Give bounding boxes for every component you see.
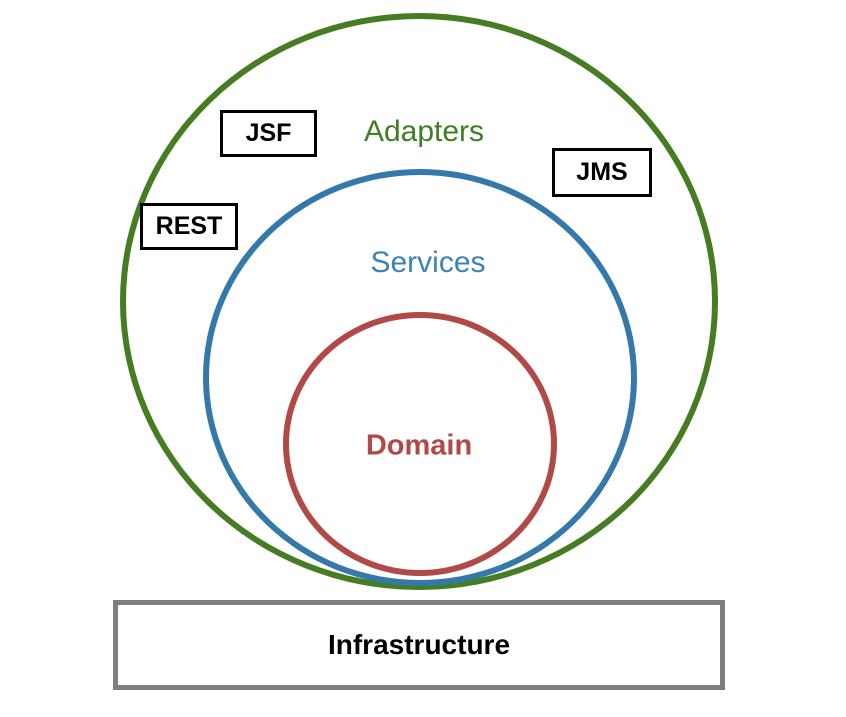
jms-box: JMS	[552, 148, 652, 197]
adapters-circle	[120, 13, 718, 590]
domain-label: Domain	[365, 429, 473, 462]
rest-box-label: REST	[155, 212, 223, 240]
infrastructure-box: Infrastructure	[113, 600, 725, 690]
rest-box: REST	[140, 203, 238, 250]
adapters-label: Adapters	[363, 115, 485, 148]
jsf-box: JSF	[220, 110, 317, 157]
services-label: Services	[370, 246, 486, 279]
infrastructure-label: Infrastructure	[327, 629, 511, 660]
domain-circle	[283, 312, 557, 576]
jsf-box-label: JSF	[245, 119, 292, 147]
jms-box-label: JMS	[576, 158, 628, 186]
services-circle	[203, 169, 637, 586]
